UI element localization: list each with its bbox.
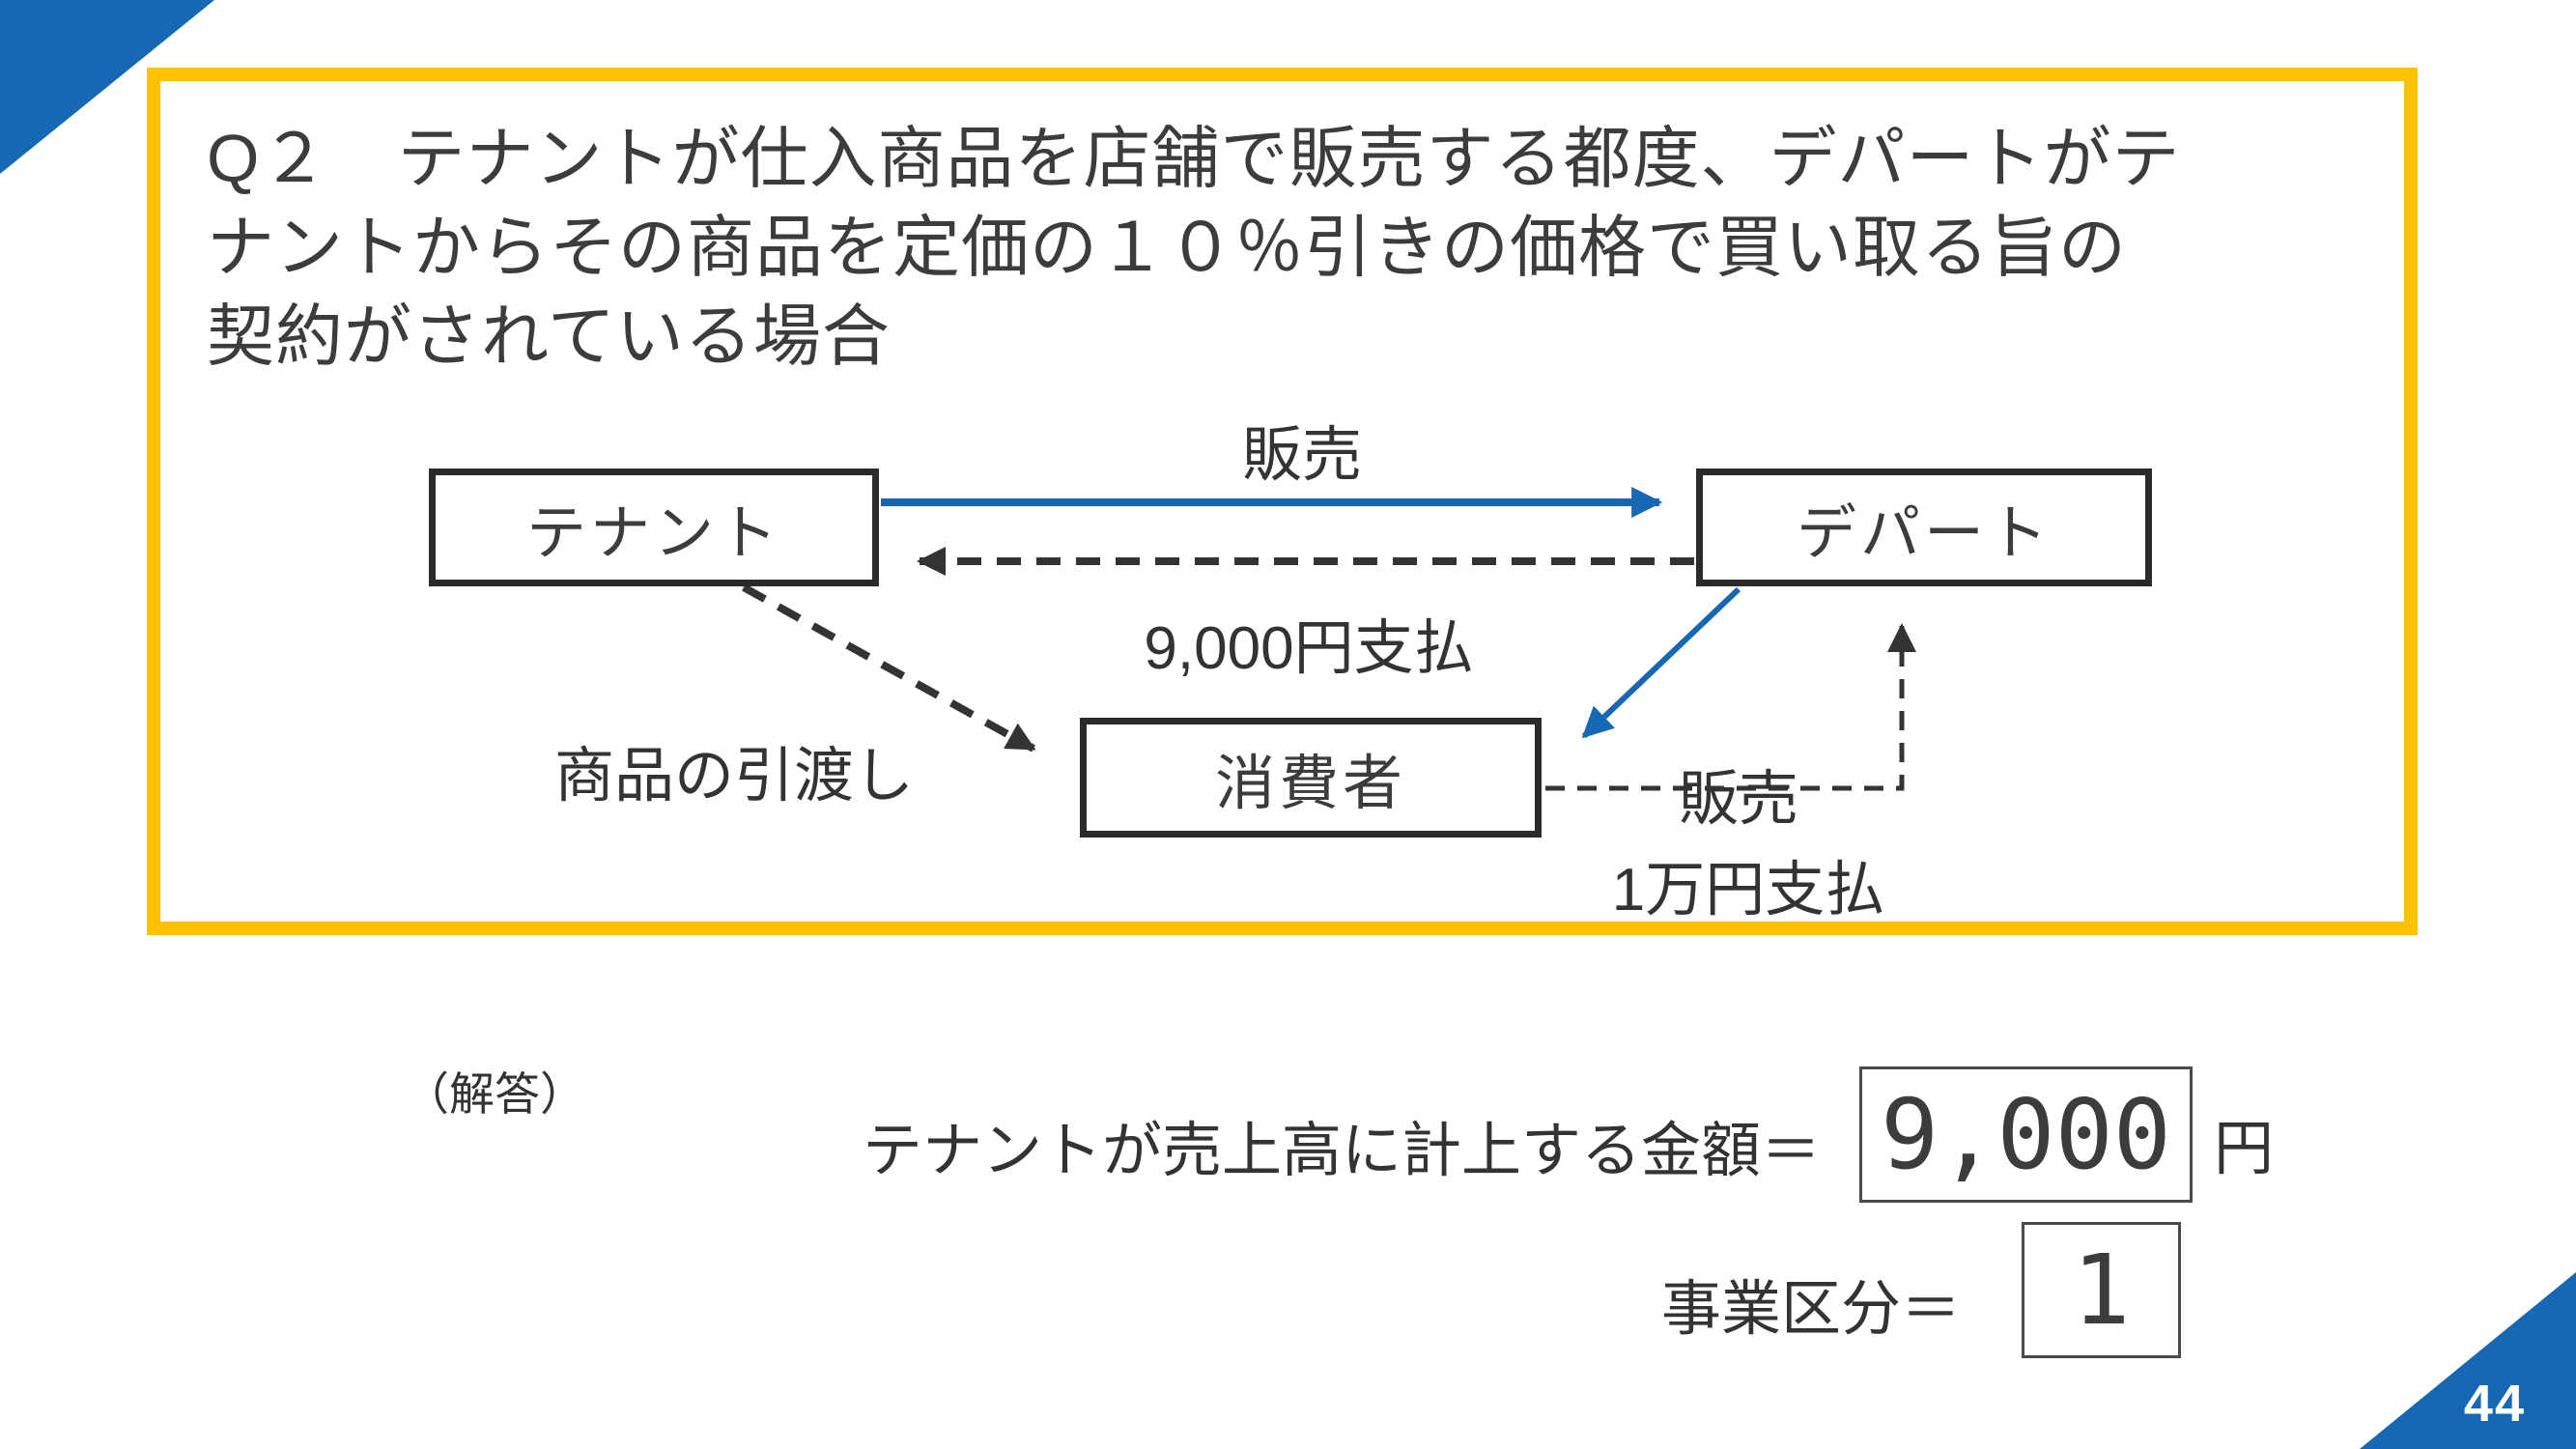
sales-amount-unit: 円 (2214, 1116, 2275, 1182)
sales-amount-value: 9,000 (1880, 1078, 2172, 1191)
node-department-store: デパート (1696, 469, 2152, 586)
question-title-line-3: 契約がされている場合 (207, 298, 891, 374)
edge-label-payment-9000: 9,000円支払 (1144, 615, 1474, 682)
question-title: Q２ テナントが仕入商品を店舗で販売する都度、デパートがテ ナントからその商品を… (207, 114, 2390, 381)
edge-payment-consumer-to-depart (1545, 623, 1916, 791)
business-category-value-box: 1 (2022, 1222, 2181, 1358)
node-consumer: 消費者 (1080, 718, 1542, 838)
edge-goods-tenant-to-consumer (742, 583, 1036, 753)
sales-amount-label: テナントが売上高に計上する金額＝ (862, 1118, 1821, 1184)
node-consumer-label: 消費者 (1214, 751, 1406, 817)
edge-label-payment-10000yen: 1万円支払 (1611, 857, 1885, 923)
node-tenant: テナント (429, 469, 879, 586)
sales-amount-value-box: 9,000 (1859, 1066, 2193, 1203)
question-title-line-1: Q２ テナントが仕入商品を店舗で販売する都度、デパートがテ (207, 121, 2181, 196)
question-title-line-2: ナントからその商品を定価の１０％引きの価格で買い取る旨の (207, 210, 2127, 285)
page-number: 44 (2463, 1375, 2526, 1433)
bottom-right-corner-triangle-icon (2360, 1272, 2576, 1449)
business-category-label: 事業区分＝ (1660, 1276, 1961, 1343)
node-department-store-label: デパート (1796, 500, 2052, 567)
edge-label-goods-delivery: 商品の引渡し (553, 743, 915, 810)
top-left-corner-triangle-icon (0, 0, 214, 174)
answer-heading: （解答） (404, 1068, 585, 1120)
question-frame (147, 68, 2418, 935)
node-tenant-label: テナント (525, 500, 781, 567)
edge-sale-depart-to-consumer (1581, 586, 1741, 739)
edge-label-sale-right: 販売 (1678, 766, 1799, 833)
business-category-value: 1 (2072, 1234, 2131, 1347)
edge-label-sale-top: 販売 (1241, 422, 1363, 489)
